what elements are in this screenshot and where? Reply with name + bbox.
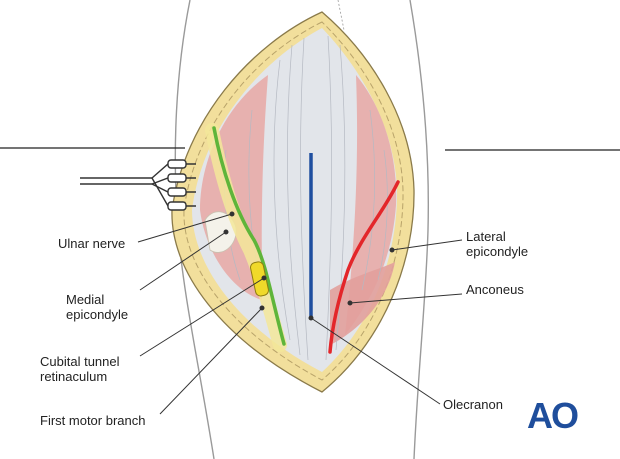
- label-medial-epicondyle: Medial epicondyle: [66, 292, 128, 322]
- label-anconeus-text: Anconeus: [466, 282, 524, 297]
- label-lateral-epicondyle-line2: epicondyle: [466, 244, 529, 259]
- label-cubital-tunnel-line2: retinaculum: [40, 369, 108, 384]
- ao-logo: AO: [527, 395, 579, 436]
- ulnar-nerve-line: [212, 126, 286, 346]
- label-ulnar-nerve: Ulnar nerve: [58, 236, 125, 251]
- anconeus-muscle: [330, 262, 395, 345]
- label-cubital-tunnel-line1: Cubital tunnel: [40, 354, 120, 369]
- label-cubital-tunnel-retinaculum: Cubital tunnel retinaculum: [40, 354, 120, 384]
- label-ulnar-nerve-text: Ulnar nerve: [58, 236, 126, 251]
- label-anconeus: Anconeus: [466, 282, 524, 297]
- label-lateral-epicondyle: Lateral epicondyle: [466, 229, 528, 259]
- lateral-muscle: [345, 75, 397, 335]
- label-medial-epicondyle-line2: epicondyle: [66, 307, 129, 322]
- label-first-motor-branch-text: First motor branch: [40, 413, 146, 428]
- incision-line: [328, 180, 400, 354]
- label-first-motor-branch: First motor branch: [40, 413, 145, 428]
- leader-lines: [137, 211, 463, 415]
- ao-logo-text: AO: [527, 395, 579, 436]
- retractor: [80, 159, 196, 211]
- ulnar-nerve-canal: [205, 123, 287, 352]
- label-medial-epicondyle-line1: Medial: [66, 292, 105, 307]
- label-olecranon: Olecranon: [443, 397, 503, 412]
- label-olecranon-text: Olecranon: [443, 397, 503, 412]
- label-lateral-epicondyle-line1: Lateral: [466, 229, 506, 244]
